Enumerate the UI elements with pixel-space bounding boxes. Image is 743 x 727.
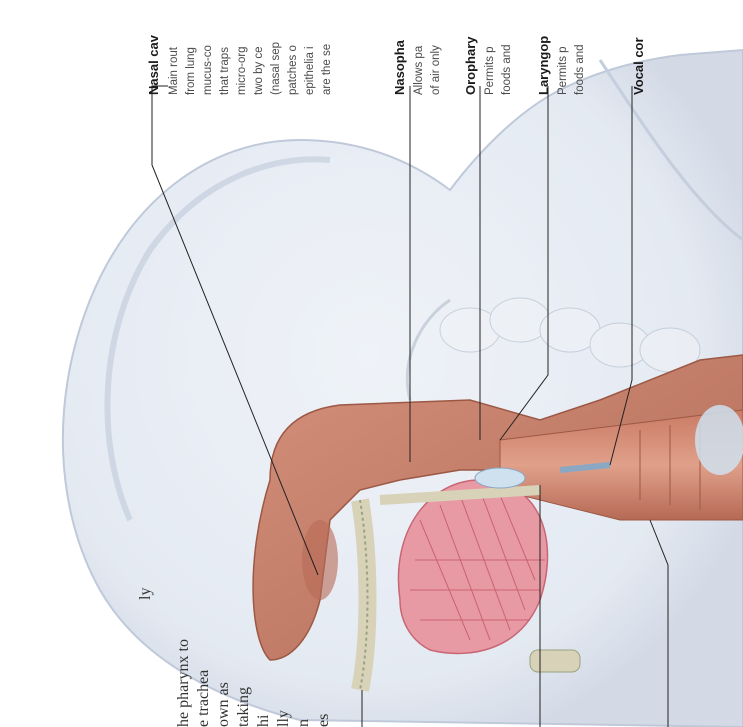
body-text-line-2: e trachea	[195, 670, 212, 727]
label-nasal-cavity-line-2: mucus-co	[202, 45, 214, 95]
body-text-line-0: ly	[137, 588, 154, 600]
label-laryngopharynx: Laryngop Permits p foods and	[536, 36, 586, 95]
body-text-line-4: taking	[235, 687, 252, 727]
label-laryngopharynx-line-1: foods and	[574, 44, 586, 95]
label-nasal-cavity-line-5: two by ce	[253, 46, 265, 95]
label-oropharynx-line-0: Permits p	[484, 46, 496, 95]
label-nasal-cavity-line-1: from lung	[185, 47, 197, 95]
label-oropharynx-line-1: foods and	[501, 44, 513, 95]
label-nasal-cavity-line-4: micro-org	[236, 46, 248, 95]
label-nasal-cavity-line-6: (nasal sep	[270, 42, 282, 95]
body-text-line-3: own as	[215, 682, 232, 727]
body-text-line-5: hi	[255, 714, 272, 727]
body-text-line-1: he pharynx to	[175, 639, 192, 727]
label-nasopharynx-line-1: of air only	[430, 45, 442, 95]
label-oropharynx: Orophary Permits p foods and	[463, 36, 513, 95]
label-nasal-cavity-line-9: are the se	[321, 44, 333, 95]
body-text-line-8: es	[315, 714, 332, 727]
label-nasal-cavity-line-3: that traps	[219, 47, 231, 95]
label-nasal-cavity-title: Nasal cav	[146, 34, 161, 95]
label-nasal-cavity-line-7: patches o	[287, 45, 299, 95]
label-vocal-cords: Vocal cor	[631, 37, 646, 95]
label-nasal-cavity-line-8: epithelia i	[304, 46, 316, 95]
body-text-line-7: n	[295, 719, 312, 727]
label-vocal-cords-title: Vocal cor	[631, 37, 646, 95]
label-nasal-cavity: Nasal cav Main rout from lung mucus-co t…	[146, 34, 333, 95]
label-laryngopharynx-line-0: Permits p	[557, 46, 569, 95]
label-oropharynx-title: Orophary	[463, 36, 478, 95]
label-nasal-cavity-line-0: Main rout	[168, 46, 180, 95]
label-nasopharynx-title: Nasopha	[392, 39, 407, 95]
body-text-line-6: lly	[275, 710, 292, 727]
label-nasopharynx: Nasopha Allows pa of air only	[392, 39, 442, 95]
label-nasopharynx-line-0: Allows pa	[413, 45, 425, 95]
label-laryngopharynx-title: Laryngop	[536, 36, 551, 95]
